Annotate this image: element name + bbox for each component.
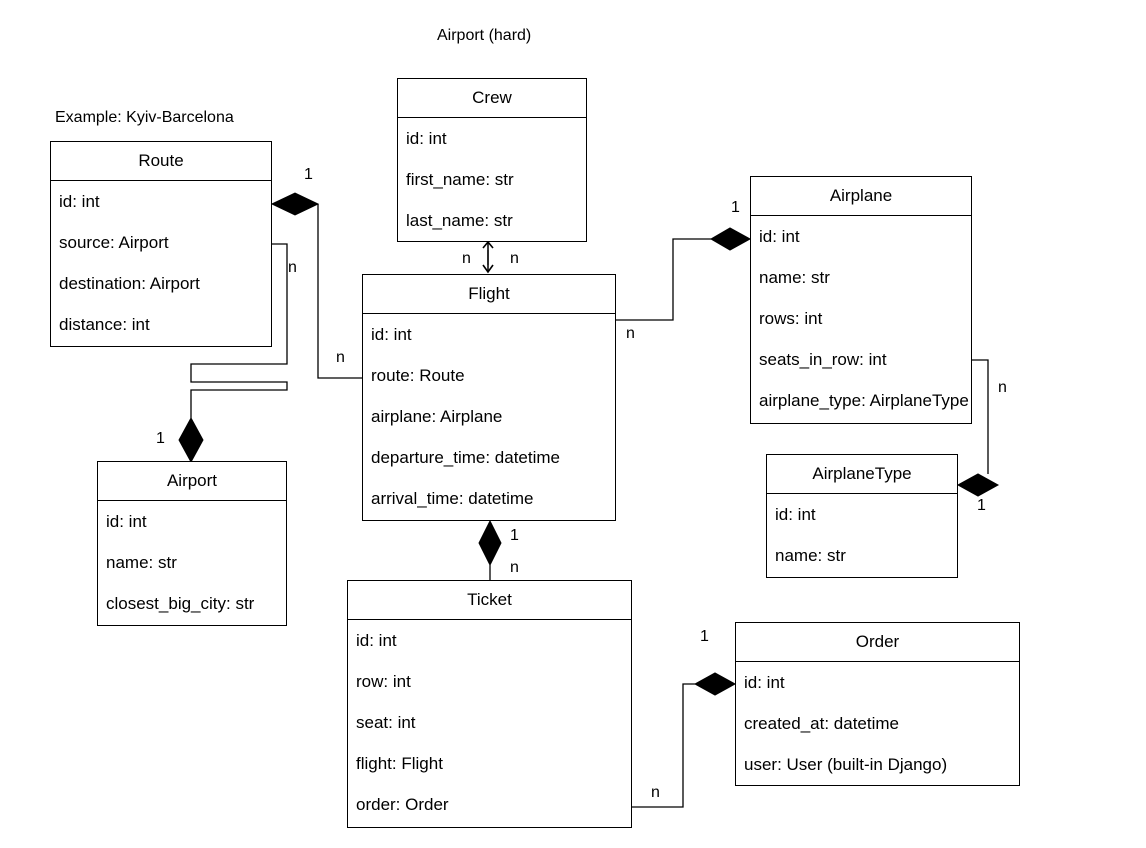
attribute: id: int [59,192,100,211]
attribute: first_name: str [406,170,514,189]
class-route: Route id: int source: Airport destinatio… [50,141,272,347]
attribute: user: User (built-in Django) [744,755,948,774]
attribute: departure_time: datetime [371,448,560,467]
composition-diamond-order [693,672,737,696]
multiplicity-label: 1 [700,628,709,645]
flight-airplane-connector [616,238,711,321]
class-flight: Flight id: int route: Route airplane: Ai… [362,274,616,521]
class-name: Crew [398,79,586,118]
multiplicity-label: n [462,250,471,267]
multiplicity-label: n [626,325,635,342]
multiplicity-label: 1 [731,199,740,216]
attribute: id: int [371,325,412,344]
attribute: seats_in_row: int [759,350,887,369]
multiplicity-label: 1 [510,527,519,544]
class-airplane: Airplane id: int name: str rows: int sea… [750,176,972,424]
composition-diamond-airplanetype [956,473,1000,497]
attribute: last_name: str [406,211,513,230]
attribute: id: int [744,673,785,692]
multiplicity-label: n [998,379,1007,396]
composition-diamond-airport [178,416,204,464]
route-airport-connector [190,243,288,418]
attribute: id: int [406,129,447,148]
ticket-order-connector [632,683,695,808]
composition-diamond-route [270,192,320,216]
diagram-title: Airport (hard) [437,27,532,44]
attribute: row: int [356,672,411,691]
attribute: name: str [106,553,177,572]
route-flight-connector [317,204,362,379]
attribute: source: Airport [59,233,169,252]
multiplicity-label: n [288,259,297,276]
attribute: id: int [356,631,397,650]
composition-diamond-flight [478,519,502,567]
class-name: Airport [98,462,286,501]
attribute: distance: int [59,315,150,334]
example-note: Example: Kyiv-Barcelona [55,109,234,126]
attribute: rows: int [759,309,823,328]
attribute: id: int [106,512,147,531]
multiplicity-label: n [651,784,660,801]
class-name: Airplane [751,177,971,216]
class-order: Order id: int created_at: datetime user:… [735,622,1020,786]
attribute: id: int [759,227,800,246]
multiplicity-label: n [510,559,519,576]
multiplicity-label: n [510,250,519,267]
class-name: AirplaneType [767,455,957,494]
class-airport: Airport id: int name: str closest_big_ci… [97,461,287,626]
attribute: airplane: Airplane [371,407,503,426]
attribute: created_at: datetime [744,714,899,733]
attribute: name: str [775,546,846,565]
class-crew: Crew id: int first_name: str last_name: … [397,78,587,242]
class-name: Order [736,623,1019,662]
attribute: flight: Flight [356,754,443,773]
multiplicity-label: n [336,349,345,366]
class-name: Flight [363,275,615,314]
attribute: closest_big_city: str [106,594,255,613]
airplane-airplanetype-connector [972,359,989,474]
attribute: destination: Airport [59,274,200,293]
multiplicity-label: 1 [304,166,313,183]
composition-diamond-airplane [710,227,752,251]
attribute: order: Order [356,795,449,814]
multiplicity-label: 1 [156,430,165,447]
attribute: id: int [775,505,816,524]
class-name: Ticket [348,581,631,620]
attribute: seat: int [356,713,416,732]
multiplicity-label: 1 [977,497,986,514]
class-ticket: Ticket id: int row: int seat: int flight… [347,580,632,828]
attribute: route: Route [371,366,465,385]
attribute: arrival_time: datetime [371,489,534,508]
class-name: Route [51,142,271,181]
attribute: name: str [759,268,830,287]
attribute: airplane_type: AirplaneType [759,391,969,410]
class-airplane-type: AirplaneType id: int name: str [766,454,958,578]
